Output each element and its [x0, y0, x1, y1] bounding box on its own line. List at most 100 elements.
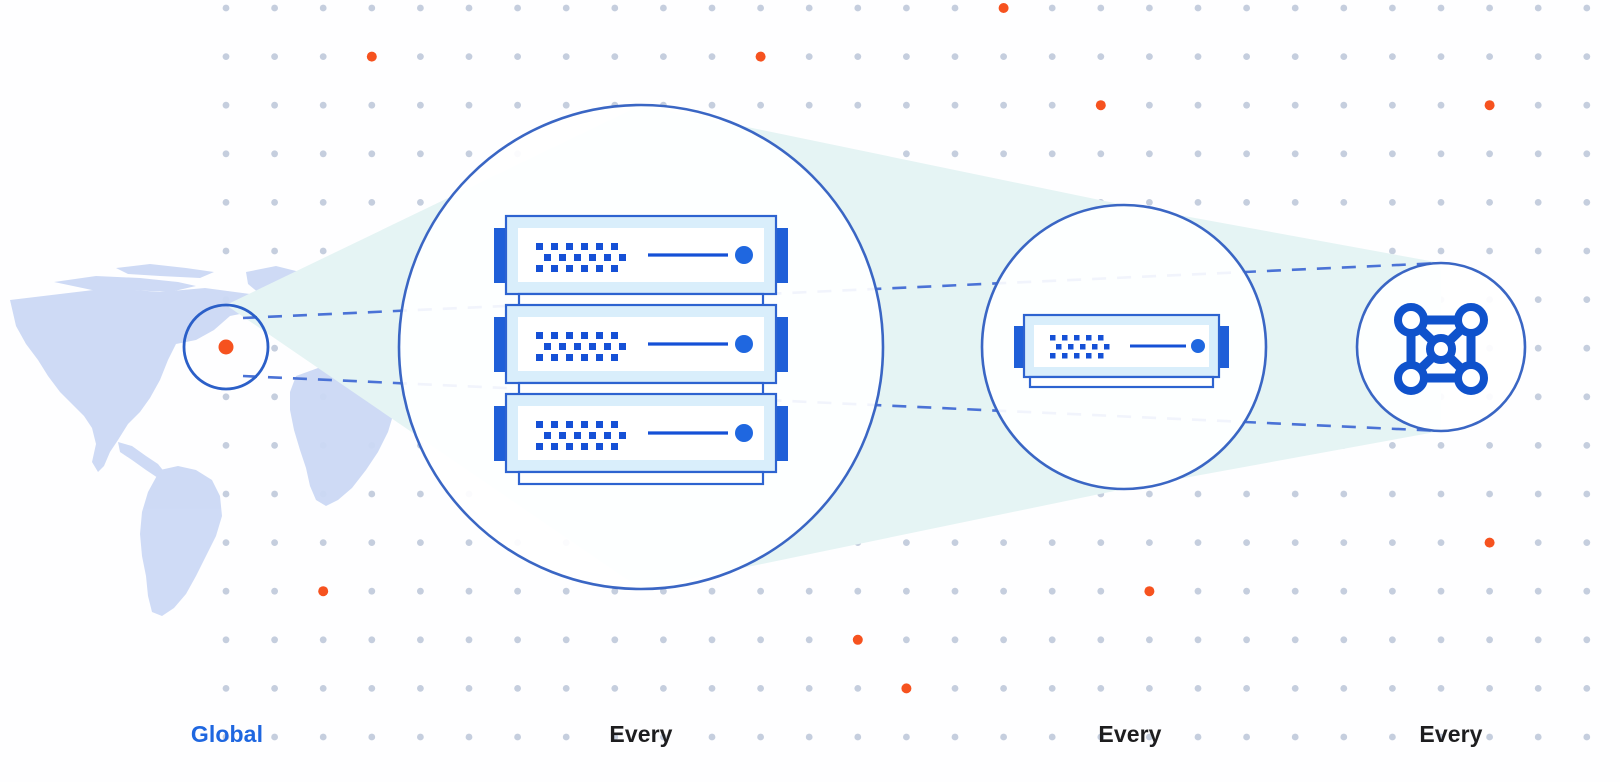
- grid-dot: [1437, 442, 1445, 449]
- grid-dot: [854, 685, 862, 692]
- grid-dot: [1146, 733, 1153, 741]
- grid-dot: [1389, 442, 1396, 449]
- grid-dot: [1389, 733, 1396, 741]
- grid-dot: [1486, 733, 1493, 741]
- grid-dot: [1486, 685, 1493, 692]
- grid-dot: [951, 4, 959, 12]
- grid-dot: [1243, 53, 1250, 60]
- grid-dot: [1534, 247, 1542, 255]
- grid-dot: [1583, 733, 1591, 741]
- grid-dot: [1194, 490, 1202, 498]
- grid-dot: [611, 4, 619, 12]
- grid-dot: [271, 685, 278, 692]
- grid-dot: [1146, 490, 1153, 498]
- grid-dot: [222, 733, 230, 741]
- grid-dot: [1389, 587, 1396, 595]
- grid-dot: [757, 636, 764, 644]
- grid-dot: [1097, 53, 1105, 60]
- grid-dot: [1291, 101, 1299, 109]
- grid-dot: [951, 150, 959, 158]
- grid-dot: [951, 636, 959, 644]
- grid-dot: [271, 344, 278, 352]
- grid-dot: [1243, 490, 1250, 498]
- grid-dot: [1389, 150, 1396, 158]
- grid-dot: [514, 636, 521, 644]
- grid-dot: [951, 539, 959, 546]
- grid-dot: [1000, 636, 1007, 644]
- accent-dot: [1484, 100, 1495, 111]
- grid-dot: [757, 733, 764, 741]
- grid-dot: [1146, 4, 1153, 12]
- grid-dot: [951, 101, 959, 109]
- grid-dot: [854, 733, 862, 741]
- grid-dot: [708, 685, 716, 692]
- grid-dot: [1534, 539, 1542, 546]
- grid-dot: [1243, 539, 1250, 546]
- grid-dot: [319, 4, 327, 12]
- grid-dot: [1340, 539, 1348, 546]
- grid-dot: [368, 636, 376, 644]
- grid-dot: [514, 685, 521, 692]
- grid-dot: [1048, 101, 1056, 109]
- accent-dot: [1095, 100, 1106, 111]
- grid-dot: [903, 4, 910, 12]
- accent-dot: [852, 634, 863, 645]
- grid-dot: [611, 636, 619, 644]
- grid-dot: [660, 4, 667, 12]
- service-mesh-nodes: [1394, 303, 1488, 395]
- grid-dot: [1097, 4, 1105, 12]
- grid-dot: [514, 101, 521, 109]
- grid-dot: [1048, 4, 1056, 12]
- grid-dot: [222, 101, 230, 109]
- grid-dot: [1048, 150, 1056, 158]
- grid-dot: [903, 101, 910, 109]
- grid-dot: [805, 733, 813, 741]
- grid-dot: [708, 53, 716, 60]
- grid-dot: [417, 53, 424, 60]
- grid-dot: [1243, 101, 1250, 109]
- grid-dot: [1437, 53, 1445, 60]
- grid-dot: [708, 587, 716, 595]
- grid-dot: [1048, 587, 1056, 595]
- grid-dot: [1194, 636, 1202, 644]
- grid-dot: [1583, 685, 1591, 692]
- label-global-network-line1: Global: [190, 721, 264, 747]
- grid-dot: [1340, 733, 1348, 741]
- grid-dot: [1486, 490, 1493, 498]
- grid-dot: [222, 587, 230, 595]
- grid-dot: [1534, 199, 1542, 206]
- grid-dot: [611, 53, 619, 60]
- grid-dot: [1437, 685, 1445, 692]
- grid-dot: [465, 53, 473, 60]
- grid-dot: [1146, 150, 1153, 158]
- grid-dot: [1097, 685, 1105, 692]
- server-unit: [1014, 313, 1229, 389]
- grid-dot: [1194, 685, 1202, 692]
- grid-dot: [854, 53, 862, 60]
- grid-dot: [1243, 636, 1250, 644]
- grid-dot: [660, 636, 667, 644]
- grid-dot: [1486, 4, 1493, 12]
- grid-dot: [417, 4, 424, 12]
- grid-dot: [611, 587, 619, 595]
- grid-dot: [271, 247, 278, 255]
- grid-dot: [1437, 490, 1445, 498]
- grid-dot: [1194, 539, 1202, 546]
- grid-dot: [1048, 636, 1056, 644]
- grid-dot: [1340, 685, 1348, 692]
- grid-dot: [1486, 636, 1493, 644]
- grid-dot: [465, 685, 473, 692]
- grid-dot: [319, 685, 327, 692]
- grid-dot: [1389, 685, 1396, 692]
- grid-dot: [951, 685, 959, 692]
- grid-dot: [271, 539, 278, 546]
- grid-dot: [368, 101, 376, 109]
- grid-dot: [1583, 150, 1591, 158]
- grid-dot: [271, 4, 278, 12]
- grid-dot: [417, 199, 424, 206]
- label-every-data-center-line1: Every: [609, 721, 673, 747]
- grid-dot: [1486, 150, 1493, 158]
- grid-dot: [1194, 53, 1202, 60]
- grid-dot: [1583, 101, 1591, 109]
- grid-dot: [1291, 587, 1299, 595]
